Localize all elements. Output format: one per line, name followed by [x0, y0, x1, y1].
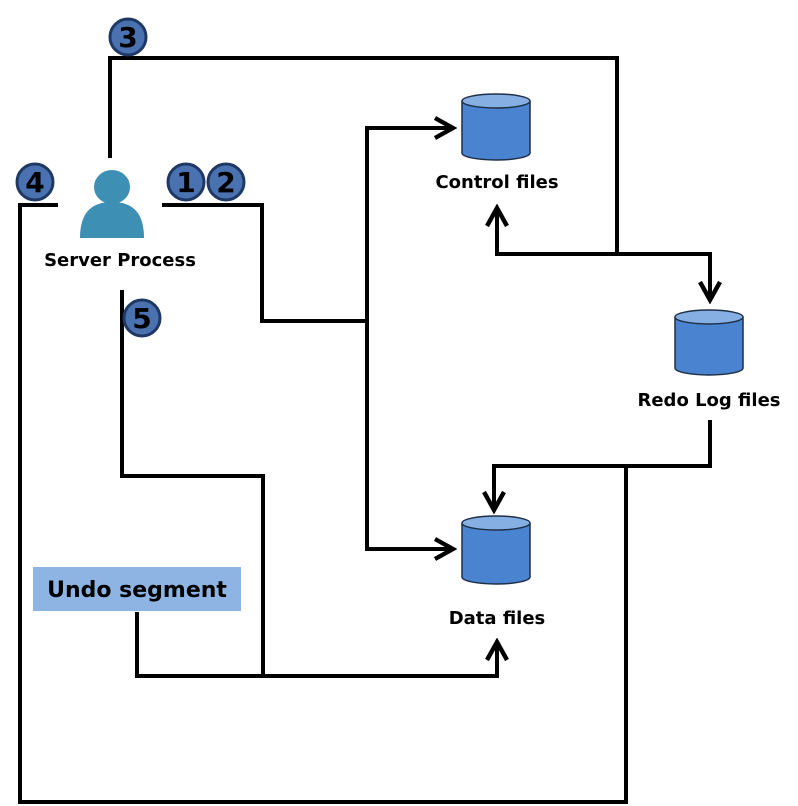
connectors	[18, 56, 712, 804]
badge-2: 2	[206, 162, 246, 202]
undo-segment-node: Undo segment	[33, 567, 241, 611]
badge-5: 5	[122, 298, 162, 338]
database-cylinder-icon	[674, 309, 744, 376]
svg-text:1: 1	[176, 166, 195, 199]
data-files-node: Data files	[449, 515, 546, 629]
path-5-server-down	[120, 290, 265, 676]
svg-text:2: 2	[216, 166, 235, 199]
svg-text:5: 5	[132, 302, 151, 335]
badge-1: 1	[166, 162, 206, 202]
arrow-to-data-from-server	[365, 321, 453, 549]
redo-log-files-node: Redo Log files	[637, 309, 781, 411]
database-cylinder-icon	[461, 515, 531, 585]
control-files-node: Control files	[435, 93, 559, 193]
redo-log-files-label: Redo Log files	[637, 390, 780, 411]
server-process-node: Server Process	[44, 170, 196, 271]
control-files-label: Control files	[435, 172, 558, 193]
svg-text:4: 4	[25, 166, 44, 199]
svg-text:3: 3	[118, 21, 137, 54]
arrow-undo-to-data	[135, 612, 497, 678]
undo-segment-box	[33, 567, 241, 611]
server-process-label: Server Process	[44, 250, 196, 271]
path-3-server-to-redo	[108, 56, 619, 254]
arrow-to-redo-log	[617, 252, 710, 300]
arrow-to-control-files	[497, 208, 617, 256]
badge-4: 4	[15, 162, 55, 202]
badge-3: 3	[108, 17, 148, 57]
database-cylinder-icon	[461, 93, 531, 161]
undo-segment-label: Undo segment	[47, 578, 227, 603]
person-icon	[80, 170, 144, 238]
path-12-server-out	[162, 203, 367, 323]
arrow-to-control-from-server	[365, 128, 453, 321]
path-4-outer-loop	[18, 203, 628, 804]
arrow-redo-to-data	[494, 420, 712, 510]
step-badges: 3 4 1 2 5	[15, 17, 246, 338]
data-files-label: Data files	[449, 608, 546, 629]
